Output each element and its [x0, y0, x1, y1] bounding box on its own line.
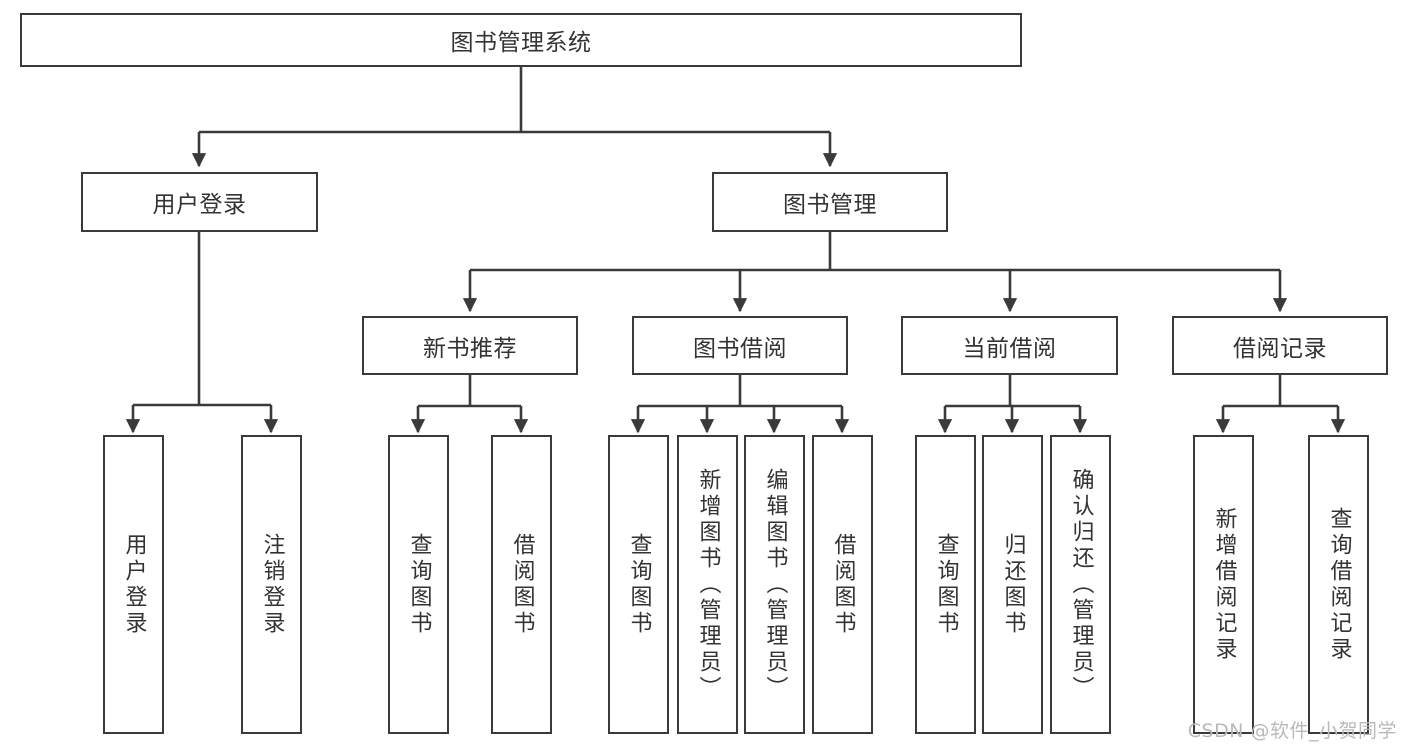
leaf-book-borrow-query-book[interactable]: 查询图书 [608, 435, 669, 734]
leaf-user-login-logout[interactable]: 注销登录 [241, 435, 302, 734]
node-label: 查询图书 [626, 532, 652, 637]
node-label: 用户登录 [121, 532, 147, 637]
node-label: 注销登录 [259, 532, 285, 637]
leaf-book-borrow-borrow-book[interactable]: 借阅图书 [812, 435, 873, 734]
node-label: 当前借阅 [962, 335, 1057, 362]
node-label: 借阅图书 [509, 532, 535, 637]
node-root-book-management-system[interactable]: 图书管理系统 [20, 13, 1022, 67]
node-borrow-record[interactable]: 借阅记录 [1172, 316, 1388, 375]
leaf-borrow-record-query-record[interactable]: 查询借阅记录 [1308, 435, 1369, 734]
leaf-book-borrow-add-book-admin[interactable]: 新增图书（管理员） [677, 435, 738, 734]
node-label: 新增借阅记录 [1211, 506, 1237, 663]
node-label: 查询图书 [933, 532, 959, 637]
node-new-book-recommend[interactable]: 新书推荐 [362, 316, 578, 375]
node-label: 新书推荐 [423, 335, 517, 362]
node-label: 归还图书 [1000, 532, 1026, 637]
node-label: 图书管理 [783, 192, 877, 218]
node-label: 用户登录 [152, 192, 247, 218]
node-label: 图书管理系统 [450, 30, 592, 56]
node-label: 借阅图书 [830, 532, 856, 637]
leaf-borrow-record-add-record[interactable]: 新增借阅记录 [1193, 435, 1254, 734]
leaf-user-login-login[interactable]: 用户登录 [103, 435, 164, 734]
node-label: 编辑图书（管理员） [762, 467, 788, 702]
leaf-current-borrow-query-book[interactable]: 查询图书 [915, 435, 976, 734]
node-book-management[interactable]: 图书管理 [712, 172, 948, 232]
csdn-watermark: CSDN @软件_小贺同学 [1187, 720, 1397, 742]
node-book-borrow[interactable]: 图书借阅 [632, 316, 848, 375]
node-user-login[interactable]: 用户登录 [81, 172, 318, 232]
leaf-current-borrow-confirm-return-admin[interactable]: 确认归还（管理员） [1050, 435, 1111, 734]
node-label: 查询借阅记录 [1326, 506, 1352, 663]
node-label: 借阅记录 [1233, 335, 1327, 362]
leaf-new-book-query-book[interactable]: 查询图书 [388, 435, 449, 734]
node-label: 新增图书（管理员） [695, 467, 721, 702]
leaf-book-borrow-edit-book-admin[interactable]: 编辑图书（管理员） [744, 435, 805, 734]
node-label: 查询图书 [406, 532, 432, 637]
leaf-new-book-borrow-book[interactable]: 借阅图书 [491, 435, 552, 734]
node-label: 确认归还（管理员） [1068, 467, 1094, 702]
node-current-borrow[interactable]: 当前借阅 [901, 316, 1118, 375]
node-label: 图书借阅 [693, 335, 787, 362]
leaf-current-borrow-return-book[interactable]: 归还图书 [982, 435, 1043, 734]
